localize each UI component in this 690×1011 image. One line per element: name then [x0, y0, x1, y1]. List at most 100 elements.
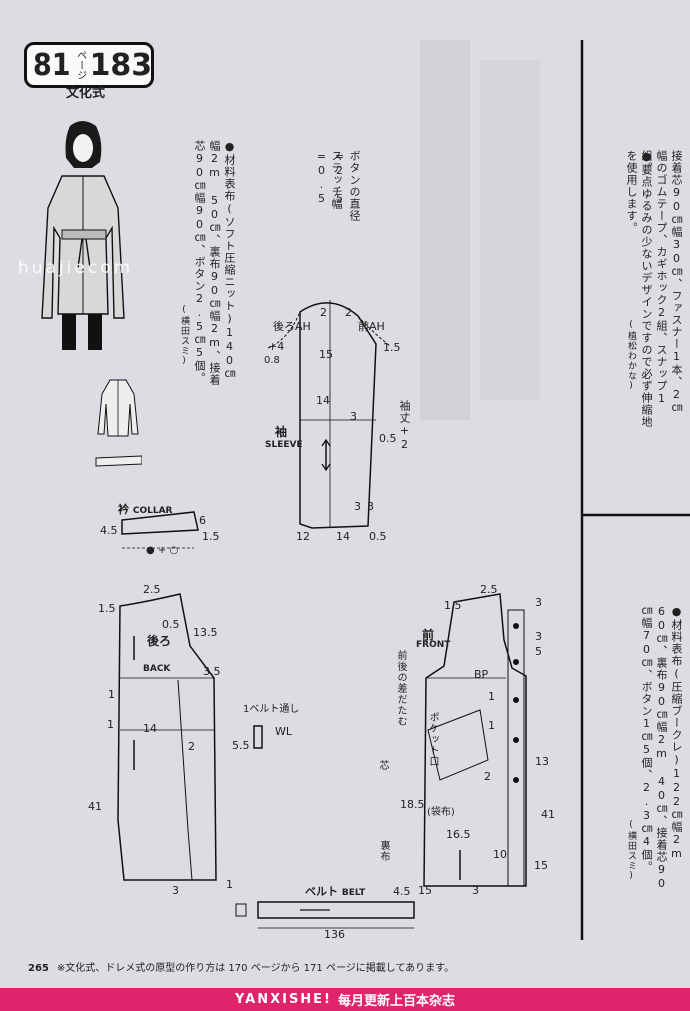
num-b-3: 3: [172, 884, 179, 897]
label-sleeve-length: 袖丈+2: [398, 400, 411, 452]
label-front-en: FRONT: [416, 640, 451, 650]
label-back-en: BACK: [143, 664, 171, 674]
stitch-note: ステッチ幅=0.5: [315, 150, 343, 210]
num-f-3b: 3: [535, 630, 542, 643]
num-f-1b: 1: [488, 719, 495, 732]
page-marker: ページ: [74, 50, 86, 80]
num-f-15a: 1.5: [444, 599, 462, 612]
num-b-1a: 1: [108, 688, 115, 701]
num-b-41: 41: [88, 800, 102, 813]
author-1: (横田スミ): [179, 305, 189, 367]
num-s-15a: 15: [319, 348, 333, 361]
num-belt-45: 4.5: [393, 885, 411, 898]
belt-loop-pattern: [253, 725, 263, 749]
num-f-165: 16.5: [446, 828, 471, 841]
label-belt-loop: 1ベルト通し: [243, 704, 300, 715]
page-badge: 81 ページ 183: [24, 42, 154, 88]
num-s-4: +4: [268, 340, 285, 353]
num-s-05a: 0.5: [379, 432, 397, 445]
materials2-title: ●材料: [670, 605, 683, 643]
num-f-5: 5: [535, 645, 542, 658]
num-f-3c: 3: [472, 884, 479, 897]
right-materials-2: ●材料表布(圧縮ブークレ)122㎝幅2m 60㎝、裏布90㎝幅2m 40㎝、接着…: [639, 605, 684, 895]
label-collar: 衿 COLLAR: [118, 501, 172, 517]
label-belt-en: BELT: [341, 888, 366, 898]
label-back: 後ろ: [147, 634, 172, 648]
promo-banner[interactable]: YANXISHE! 每月更新上百本杂志: [0, 988, 690, 1011]
label-collar-en: COLLAR: [132, 506, 173, 516]
style-label: 文化式: [66, 86, 106, 101]
num-s-3b: 3: [354, 500, 361, 513]
num-s-08: 0.8: [264, 355, 280, 366]
author-3: (横田スミ): [626, 820, 636, 882]
front-pattern: [423, 593, 527, 887]
materials-title: ●材料: [223, 140, 236, 178]
num-f-10: 10: [493, 848, 507, 861]
num-b-1b: 1: [107, 718, 114, 731]
right-text-1: 接着芯90㎝幅30㎝、ファスナー1本、2㎝幅のゴムテープ、カギホック2組、スナッ…: [639, 150, 684, 420]
footer-note: 265 ※文化式、ドレメ式の原型の作り方は 170 ページから 171 ページに掲…: [28, 959, 454, 974]
num-b-1c: 1: [226, 878, 233, 891]
num-f-15b: 15: [534, 859, 548, 872]
author-2: (植松わかな): [626, 320, 636, 392]
footer-note-text: ※文化式、ドレメ式の原型の作り方は 170 ページから 171 ページに掲載して…: [56, 963, 455, 974]
num-c-45: 4.5: [100, 524, 118, 537]
num-b-14: 14: [143, 722, 157, 735]
num-s-14: 14: [316, 394, 330, 407]
materials-block: ●材料表布(ソフト圧縮ニット)140㎝幅2m 50㎝、裏布90㎝幅2m、接着芯9…: [192, 140, 237, 390]
label-lining: 裏布: [378, 840, 389, 862]
num-s-15b: 1.5: [383, 341, 401, 354]
points-text: ゆるみの少ないデザインですので必ず伸縮地を使用します。: [625, 150, 653, 428]
watermark: huajiecom: [18, 258, 134, 278]
right-text-1-content: 接着芯90㎝幅30㎝、ファスナー1本、2㎝幅のゴムテープ、カギホック2組、スナッ…: [640, 150, 683, 414]
materials-text: 表布(ソフト圧縮ニット)140㎝幅2m 50㎝、裏布90㎝幅2m、接着芯90㎝幅…: [193, 140, 236, 386]
label-belt-jp: ベルト: [305, 885, 338, 898]
page-number-left: 81: [33, 47, 71, 83]
sleeve-pattern: [267, 300, 391, 529]
belt-pattern: [235, 901, 415, 929]
collar-pattern: [121, 511, 199, 549]
num-c-15: 1.5: [202, 530, 220, 543]
banner-brand: YANXISHE!: [234, 992, 332, 1007]
label-pocket: ポケット口: [427, 712, 438, 767]
footer-page-number: 265: [28, 963, 49, 974]
num-b-2: 2: [188, 740, 195, 753]
num-b-15: 1.5: [98, 602, 116, 615]
label-belt: ベルト BELT: [305, 883, 365, 899]
fashion-illustration: [41, 121, 142, 467]
right-points: ●要点ゆるみの少ないデザインですので必ず伸縮地を使用します。: [624, 150, 654, 430]
label-sleeve: 袖: [275, 425, 288, 439]
num-s-3c: 3: [367, 500, 374, 513]
num-c-6: 6: [199, 514, 206, 527]
num-s-14b: 14: [336, 530, 350, 543]
num-s-2a: 2: [320, 306, 327, 319]
num-b-135: 13.5: [193, 626, 218, 639]
label-bp: BP: [474, 668, 489, 681]
num-s-3a: 3: [350, 410, 357, 423]
num-f-41: 41: [541, 808, 555, 821]
num-s-2b: 2: [345, 306, 352, 319]
num-f-2: 2: [484, 770, 491, 783]
label-pocket-bag: (袋布): [427, 807, 455, 818]
num-f-1a: 1: [488, 690, 495, 703]
label-back-ah: 後ろAH: [273, 320, 311, 333]
num-f-3a: 3: [535, 596, 542, 609]
num-s-12: 12: [296, 530, 310, 543]
points-title: ●要点: [640, 150, 653, 188]
label-core: 芯: [377, 760, 388, 771]
num-f-25: 2.5: [480, 583, 498, 596]
button-note: ボタンの直径=2.5: [333, 150, 361, 222]
banner-text: 每月更新上百本杂志: [338, 994, 456, 1009]
num-f-185: 18.5: [400, 798, 425, 811]
num-belt-136: 136: [324, 928, 345, 941]
num-b-35: 3.5: [203, 665, 221, 678]
num-f-15c: 15: [418, 884, 432, 897]
num-b-25: 2.5: [143, 583, 161, 596]
label-front: 前: [422, 628, 435, 642]
num-wl-55: 5.5: [232, 739, 250, 752]
collar-formula: ● + ○: [146, 545, 179, 556]
num-b-05: 0.5: [162, 618, 180, 631]
label-dart: 前後の差だたむ: [395, 650, 406, 727]
label-front-ah: 前AH: [358, 320, 385, 333]
